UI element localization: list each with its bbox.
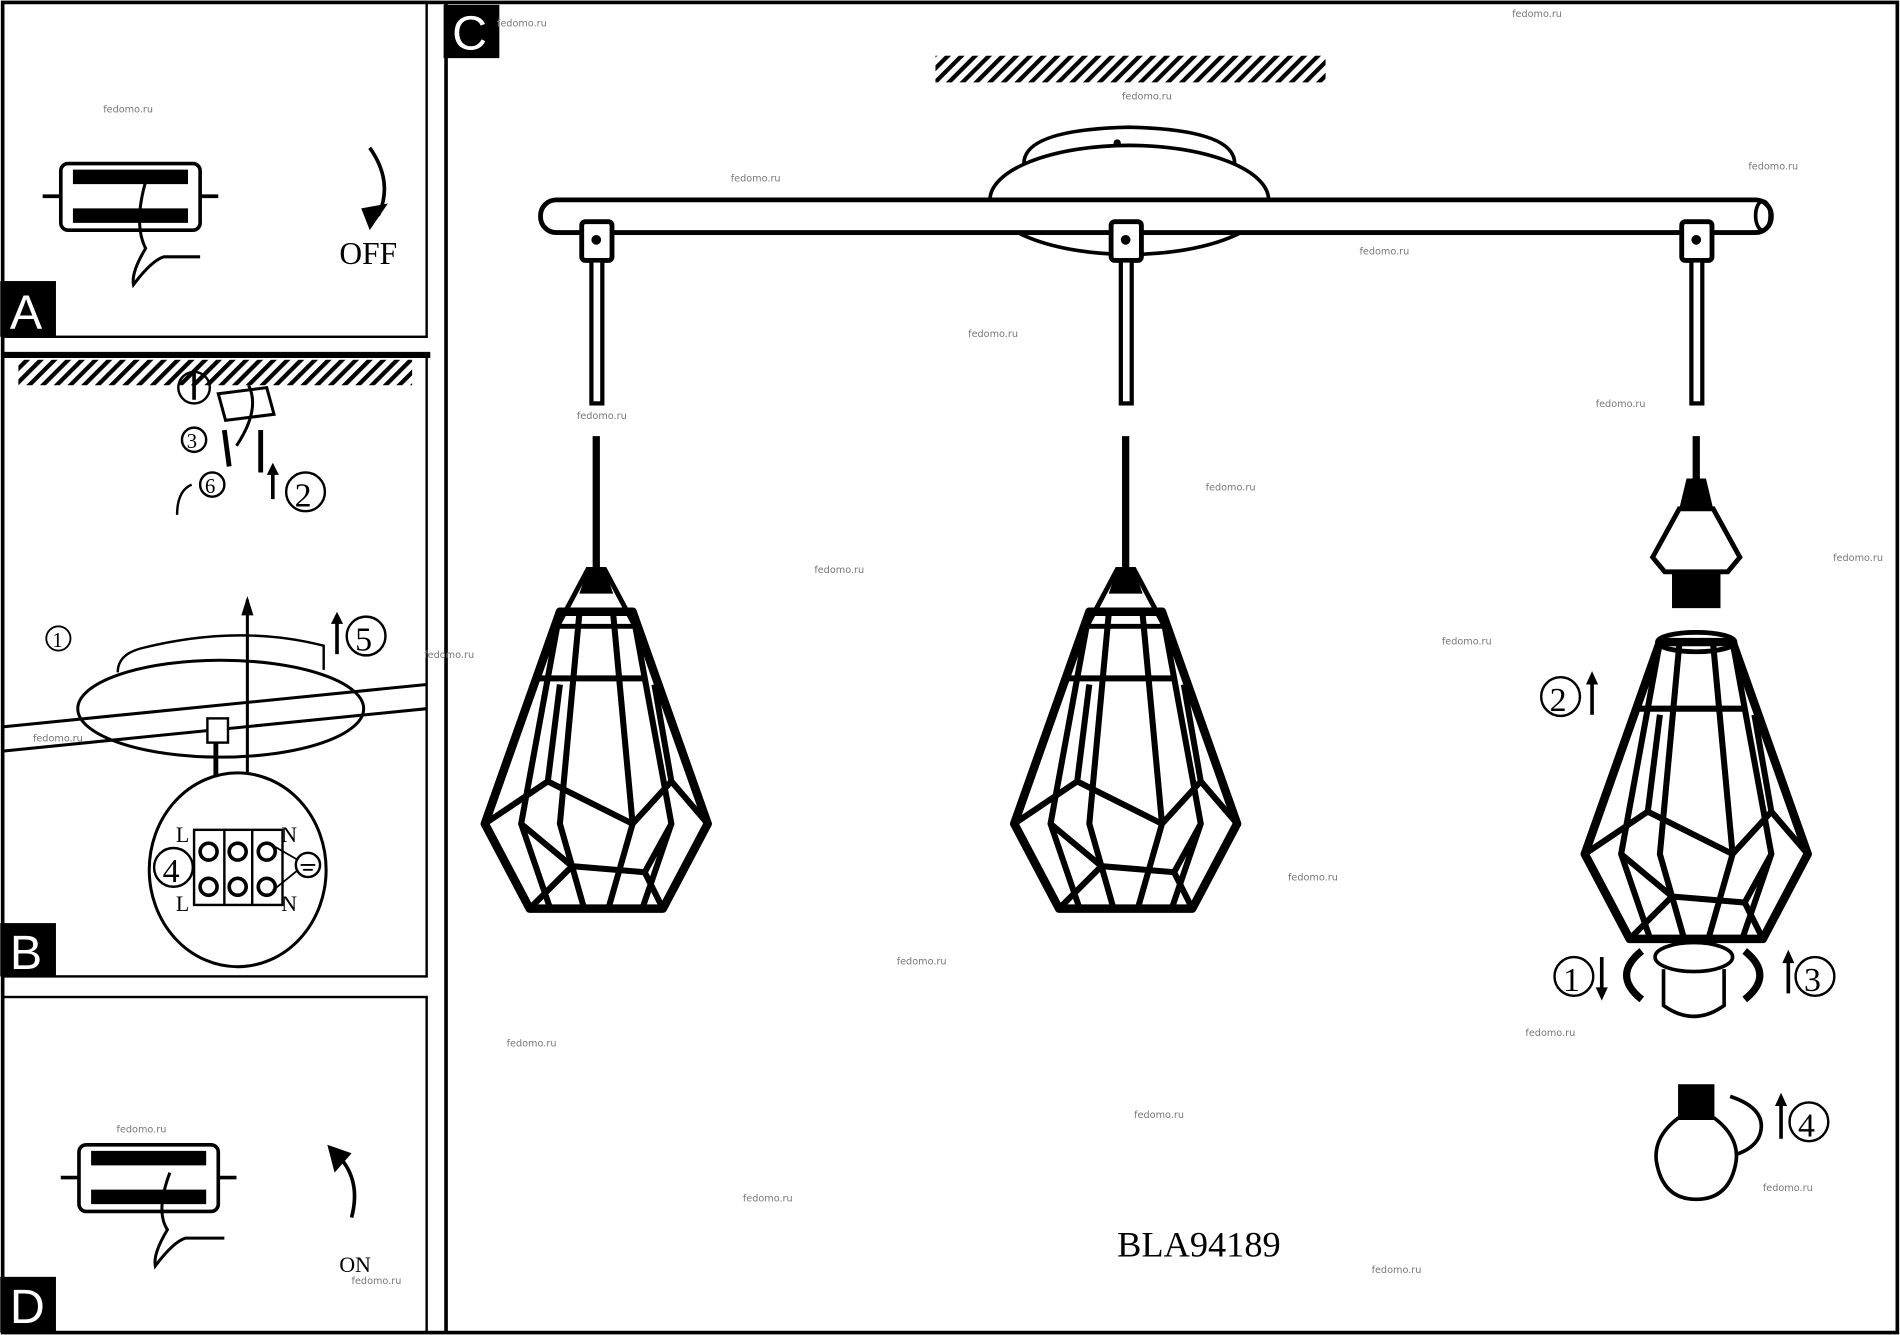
watermark: fedomo.ru xyxy=(103,105,153,116)
svg-text:4: 4 xyxy=(1798,1107,1815,1144)
panel-a-label: A xyxy=(0,281,56,339)
pendant-holder xyxy=(579,219,615,406)
mounting-bar xyxy=(538,197,1774,236)
watermark: fedomo.ru xyxy=(1512,9,1562,20)
panel-b-letter: B xyxy=(10,926,42,980)
panel-c-letter: C xyxy=(452,7,487,61)
off-text: OFF xyxy=(339,236,397,271)
step-marker xyxy=(177,370,212,405)
watermark: fedomo.ru xyxy=(577,411,627,422)
on-text: ON xyxy=(339,1253,371,1277)
svg-text:2: 2 xyxy=(1550,682,1567,719)
ceiling-hatch xyxy=(18,359,413,386)
watermark: fedomo.ru xyxy=(1122,91,1172,102)
svg-text:5: 5 xyxy=(355,622,372,659)
watermark: fedomo.ru xyxy=(1748,162,1798,173)
breaker-box-icon xyxy=(42,161,219,289)
pendant-lamp-left xyxy=(485,436,708,908)
canopy-icon xyxy=(2,596,427,800)
panel-b-label: B xyxy=(0,923,56,980)
watermark: fedomo.ru xyxy=(814,565,864,576)
ceiling-hatch xyxy=(935,55,1326,83)
watermark: fedomo.ru xyxy=(352,1276,402,1287)
watermark: fedomo.ru xyxy=(1372,1265,1422,1276)
svg-text:3: 3 xyxy=(187,431,197,453)
live-terminal-label: L xyxy=(176,892,189,916)
watermark: fedomo.ru xyxy=(897,956,947,967)
live-terminal-label: L xyxy=(176,823,189,847)
step-marker: 1 xyxy=(45,625,72,652)
watermark: fedomo.ru xyxy=(497,19,547,30)
watermark: fedomo.ru xyxy=(1763,1183,1813,1194)
light-bulb-icon xyxy=(1654,1084,1764,1202)
watermark: fedomo.ru xyxy=(1596,399,1646,410)
watermark: fedomo.ru xyxy=(1206,483,1256,494)
pendant-lamp-right-exploded xyxy=(1585,436,1808,939)
panel-d xyxy=(1,995,428,1334)
svg-text:6: 6 xyxy=(205,476,215,498)
terminal-block-detail: L L N N 4 xyxy=(147,771,328,969)
watermark: fedomo.ru xyxy=(1442,636,1492,647)
watermark: fedomo.ru xyxy=(33,733,83,744)
model-number: BLA94189 xyxy=(1117,1224,1280,1264)
rotate-arrow-icon xyxy=(338,1155,357,1218)
watermark: fedomo.ru xyxy=(731,174,781,185)
svg-text:1: 1 xyxy=(1563,962,1580,999)
panel-b xyxy=(1,353,428,978)
panel-d-letter: D xyxy=(10,1280,45,1334)
svg-text:1: 1 xyxy=(52,630,62,652)
watermark: fedomo.ru xyxy=(507,1039,557,1050)
step-marker: 4 xyxy=(1774,1092,1830,1144)
watermark: fedomo.ru xyxy=(1134,1110,1184,1121)
svg-text:2: 2 xyxy=(295,477,312,514)
shade-ring-detail xyxy=(1623,940,1764,1019)
panel-a-letter: A xyxy=(10,285,43,339)
watermark: fedomo.ru xyxy=(1288,873,1338,884)
step-marker: 5 xyxy=(330,611,387,659)
panel-a xyxy=(1,1,428,338)
watermark: fedomo.ru xyxy=(743,1194,793,1205)
panel-c-label: C xyxy=(443,4,500,61)
panel-d-label: D xyxy=(0,1276,56,1334)
watermark: fedomo.ru xyxy=(1525,1028,1575,1039)
watermark: fedomo.ru xyxy=(117,1125,167,1136)
watermark: fedomo.ru xyxy=(1833,553,1883,564)
step-marker: 3 xyxy=(180,426,208,453)
pendant-holder xyxy=(1108,219,1144,406)
watermark: fedomo.ru xyxy=(1359,246,1409,257)
svg-text:3: 3 xyxy=(1804,962,1821,999)
pendant-lamp-middle xyxy=(1014,436,1237,908)
step-marker: 4 xyxy=(163,853,180,890)
neutral-terminal-label: N xyxy=(281,892,297,916)
step-marker: 3 xyxy=(1782,949,1836,999)
pendant-holder xyxy=(1679,219,1715,406)
step-marker: 6 xyxy=(198,471,226,498)
step-marker: 2 xyxy=(1539,671,1599,719)
step-marker: 2 xyxy=(266,462,327,514)
watermarks: fedomo.ru fedomo.ru fedomo.ru fedomo.ru … xyxy=(33,9,1883,1287)
mounting-bracket-icon xyxy=(192,373,276,473)
step-marker: 1 xyxy=(1553,955,1608,1001)
neutral-terminal-label: N xyxy=(281,823,297,847)
watermark: fedomo.ru xyxy=(968,329,1018,340)
breaker-box-icon xyxy=(60,1142,237,1270)
watermark: fedomo.ru xyxy=(424,650,474,661)
